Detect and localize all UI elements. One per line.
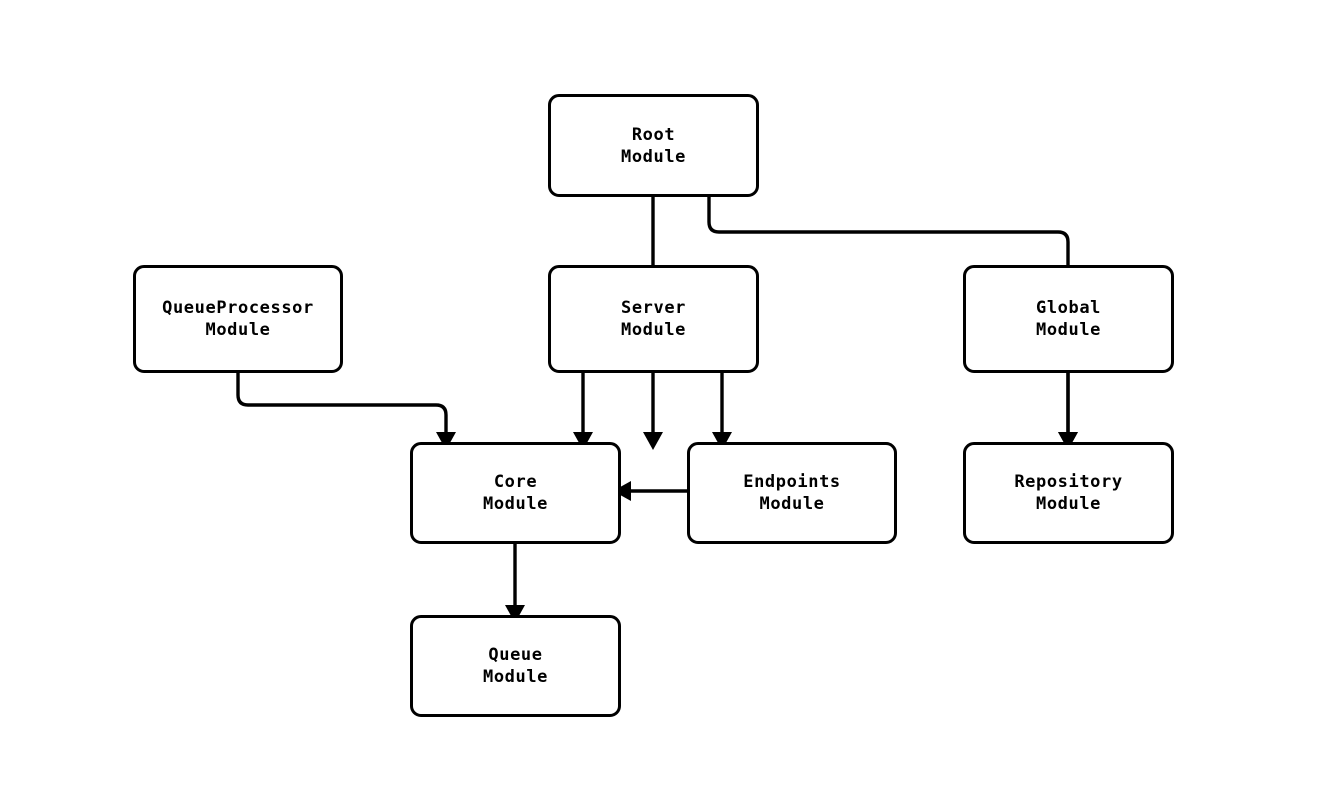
arrowhead-core-from-queueprocessor xyxy=(436,432,456,450)
arrowhead-queue-in xyxy=(505,605,525,623)
node-endpoints-title: Endpoints xyxy=(743,472,841,492)
edge-root-to-global xyxy=(707,197,1070,432)
node-endpoints-subtitle: Module xyxy=(759,494,825,514)
node-root[interactable]: Root Module xyxy=(548,94,759,197)
node-server-title: Server xyxy=(620,298,686,318)
node-repository[interactable]: Repository Module xyxy=(963,442,1174,544)
node-root-subtitle: Module xyxy=(620,146,686,167)
node-queueprocessor-subtitle: Module xyxy=(205,320,271,340)
node-repository-title: Repository xyxy=(1014,472,1123,492)
arrowhead-server-in xyxy=(643,432,663,450)
node-root-title: Root xyxy=(631,124,676,145)
arrowhead-endpoints-in xyxy=(712,432,732,450)
node-server-subtitle: Module xyxy=(620,320,686,340)
node-global-subtitle: Module xyxy=(1035,320,1101,340)
node-global-title: Global xyxy=(1035,298,1101,318)
node-global[interactable]: Global Module xyxy=(963,265,1174,373)
arrowhead-core-from-endpoints xyxy=(613,481,631,501)
node-queue[interactable]: Queue Module xyxy=(410,615,621,717)
node-core-title: Core xyxy=(493,472,538,492)
node-queueprocessor[interactable]: QueueProcessor Module xyxy=(133,265,343,373)
node-queueprocessor-title: QueueProcessor xyxy=(162,298,314,318)
node-core[interactable]: Core Module xyxy=(410,442,621,544)
node-repository-subtitle: Module xyxy=(1035,494,1101,514)
node-queue-subtitle: Module xyxy=(482,667,548,687)
arrowhead-repository-in xyxy=(1058,432,1078,450)
node-endpoints[interactable]: Endpoints Module xyxy=(687,442,897,544)
node-queue-title: Queue xyxy=(488,645,543,665)
node-server[interactable]: Server Module xyxy=(548,265,759,373)
edge-queueprocessor-to-core xyxy=(236,373,448,432)
node-core-subtitle: Module xyxy=(482,494,548,514)
arrowhead-core-from-server xyxy=(573,432,593,450)
